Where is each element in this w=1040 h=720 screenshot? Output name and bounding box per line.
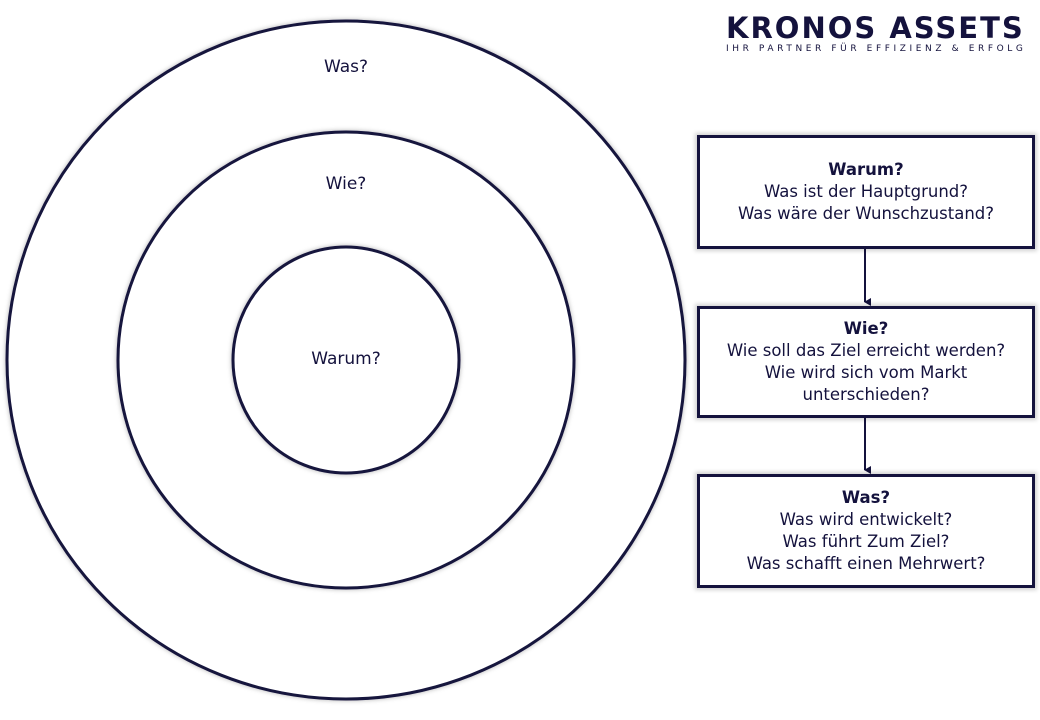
box-line: Was schafft einen Mehrwert?: [746, 554, 986, 573]
box-warum: Warum? Was ist der Hauptgrund? Was wäre …: [697, 135, 1035, 249]
outer-circle-label: Was?: [323, 57, 369, 77]
inner-circle: [231, 245, 461, 475]
box-line: Wie wird sich vom Markt: [764, 363, 968, 382]
logo-subtitle: IHR PARTNER FÜR EFFIZIENZ & ERFOLG: [726, 44, 1027, 54]
box-title: Was?: [841, 488, 891, 507]
box-line: Was führt Zum Ziel?: [782, 532, 950, 551]
box-wie: Wie? Wie soll das Ziel erreicht werden? …: [697, 306, 1035, 418]
logo-title: KRONOS ASSETS: [726, 11, 1025, 45]
box-title: Warum?: [828, 160, 904, 179]
box-line: Was wird entwickelt?: [779, 510, 953, 529]
box-title: Wie?: [843, 319, 889, 338]
middle-circle-label: Wie?: [325, 174, 367, 194]
box-line: Was ist der Hauptgrund?: [763, 182, 969, 201]
inner-circle-label: Warum?: [311, 349, 381, 369]
logo: KRONOS ASSETS IHR PARTNER FÜR EFFIZIENZ …: [726, 12, 1026, 54]
box-line: unterschieden?: [802, 385, 930, 404]
box-was: Was? Was wird entwickelt? Was führt Zum …: [697, 474, 1035, 588]
box-line: Wie soll das Ziel erreicht werden?: [726, 341, 1006, 360]
box-line: Was wäre der Wunschzustand?: [737, 204, 995, 223]
